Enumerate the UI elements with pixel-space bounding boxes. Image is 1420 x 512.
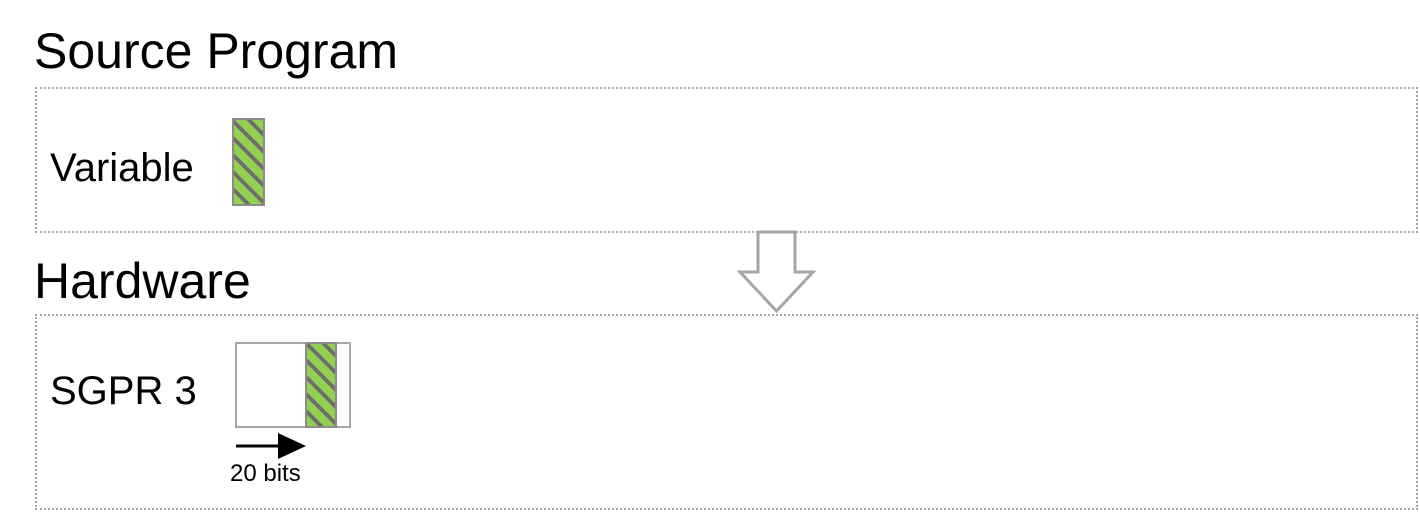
shift-right-arrow-icon — [236, 433, 306, 459]
hardware-panel — [35, 314, 1418, 510]
hardware-heading: Hardware — [34, 253, 251, 309]
shift-amount-label: 20 bits — [230, 460, 301, 487]
source-program-heading: Source Program — [34, 23, 399, 79]
register-bits-block — [305, 342, 337, 428]
down-arrow-icon — [736, 230, 817, 314]
source-program-panel — [35, 87, 1418, 233]
variable-label: Variable — [50, 146, 194, 190]
variable-bits-block — [232, 118, 265, 206]
sgpr-register-label: SGPR 3 — [50, 369, 197, 413]
